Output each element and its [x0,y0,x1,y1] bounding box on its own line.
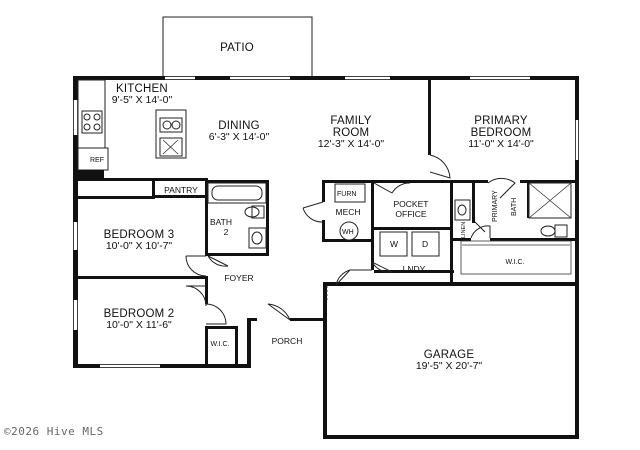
doors [185,154,516,325]
windows-top [73,76,579,368]
washer-label: W [390,239,398,249]
label-bedroom3: BEDROOM 3 [104,229,175,241]
label-garage: GARAGE [424,349,475,361]
dims-kitchen: 9'-5" X 14'-0" [112,94,173,106]
label-primary-bath-2: BATH [511,198,518,216]
label-linen: LINEN [461,222,467,238]
bathtub [207,182,267,204]
label-mech: MECH [335,207,360,217]
label-primary-bedroom-1: PRIMARY [474,115,528,127]
wh-label: WH [342,229,354,236]
water-heater [339,221,359,241]
interior-walls [78,80,579,366]
laundry-fixtures: W D [379,231,440,257]
label-lndy: LNDY [403,264,426,274]
label-primary-bedroom-2: BEDROOM [471,127,532,139]
kitchen-fixtures: REF [77,79,187,178]
washer [379,231,408,257]
label-family-room-2: ROOM [333,127,370,139]
label-bath2-2: 2 [224,227,229,237]
toilet-bath2 [251,205,265,219]
label-primary-bath-1: PRIMARY [492,190,499,222]
ref-label: REF [90,157,104,164]
label-wic-bedroom2: W.I.C. [210,341,229,348]
label-pocket-office-1: POCKET [394,199,429,209]
label-pocket-office-2: OFFICE [395,209,426,219]
dryer-label: D [422,239,428,249]
dims-dining: 6'-3" X 14'-0" [209,131,270,143]
dims-bedroom2: 10'-0" X 11'-6" [106,319,172,331]
furnace [334,183,366,203]
mech-fixtures: FURN WH [334,183,366,241]
label-foyer: FOYER [224,273,253,283]
dryer [411,231,440,257]
room-labels: PATIO KITCHEN 9'-5" X 14'-0" DINING 6'-3… [104,42,534,372]
label-wic-primary: W.I.C. [505,259,524,266]
primary-bath-fixtures [454,182,572,275]
dims-garage: 19'-5" X 20'-7" [416,360,483,372]
dims-bedroom3: 10'-0" X 10'-7" [106,240,173,252]
label-kitchen: KITCHEN [116,83,168,95]
label-porch: PORCH [272,336,303,346]
dims-primary-bedroom: 11'-0" X 14'-0" [468,138,534,150]
label-bedroom2: BEDROOM 2 [104,308,175,320]
bath2-fixtures [207,182,267,249]
label-patio: PATIO [220,42,254,54]
dims-family-room: 12'-3" X 14'-0" [318,138,385,150]
label-dining: DINING [218,120,259,132]
label-family-room-1: FAMILY [330,115,371,127]
copyright-watermark: ©2026 Hive MLS [4,425,104,438]
furn-label: FURN [337,191,356,198]
label-pantry: PANTRY [164,185,198,195]
label-bath2-1: BATH [210,217,232,227]
